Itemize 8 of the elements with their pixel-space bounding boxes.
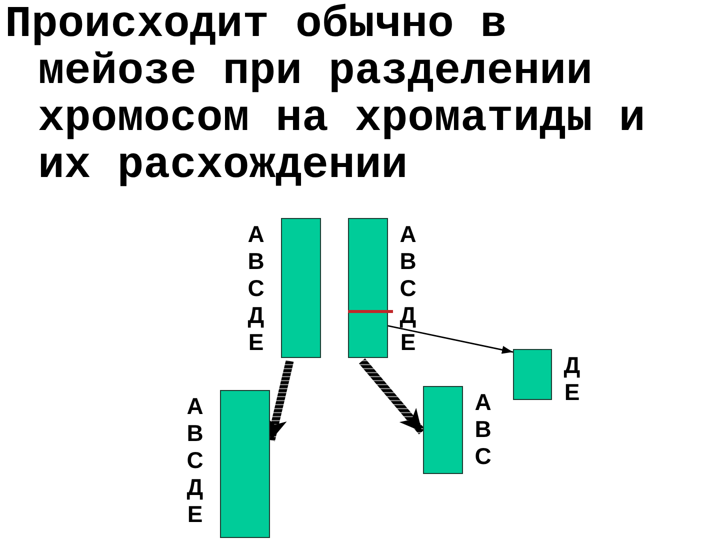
gene-letters: А В С Д Е xyxy=(246,221,266,356)
gene-letters: Д Е xyxy=(562,352,582,406)
arrow xyxy=(388,325,514,354)
title: Происходит обычно в мейозе при разделении хромосом на хроматиды и их расхождении xyxy=(4,2,646,190)
gene-letters: А В С xyxy=(474,389,492,470)
gene-letters: А В С Д Е xyxy=(398,221,418,356)
gene-letters: А В С Д Е xyxy=(186,393,204,528)
arrow xyxy=(358,358,426,434)
